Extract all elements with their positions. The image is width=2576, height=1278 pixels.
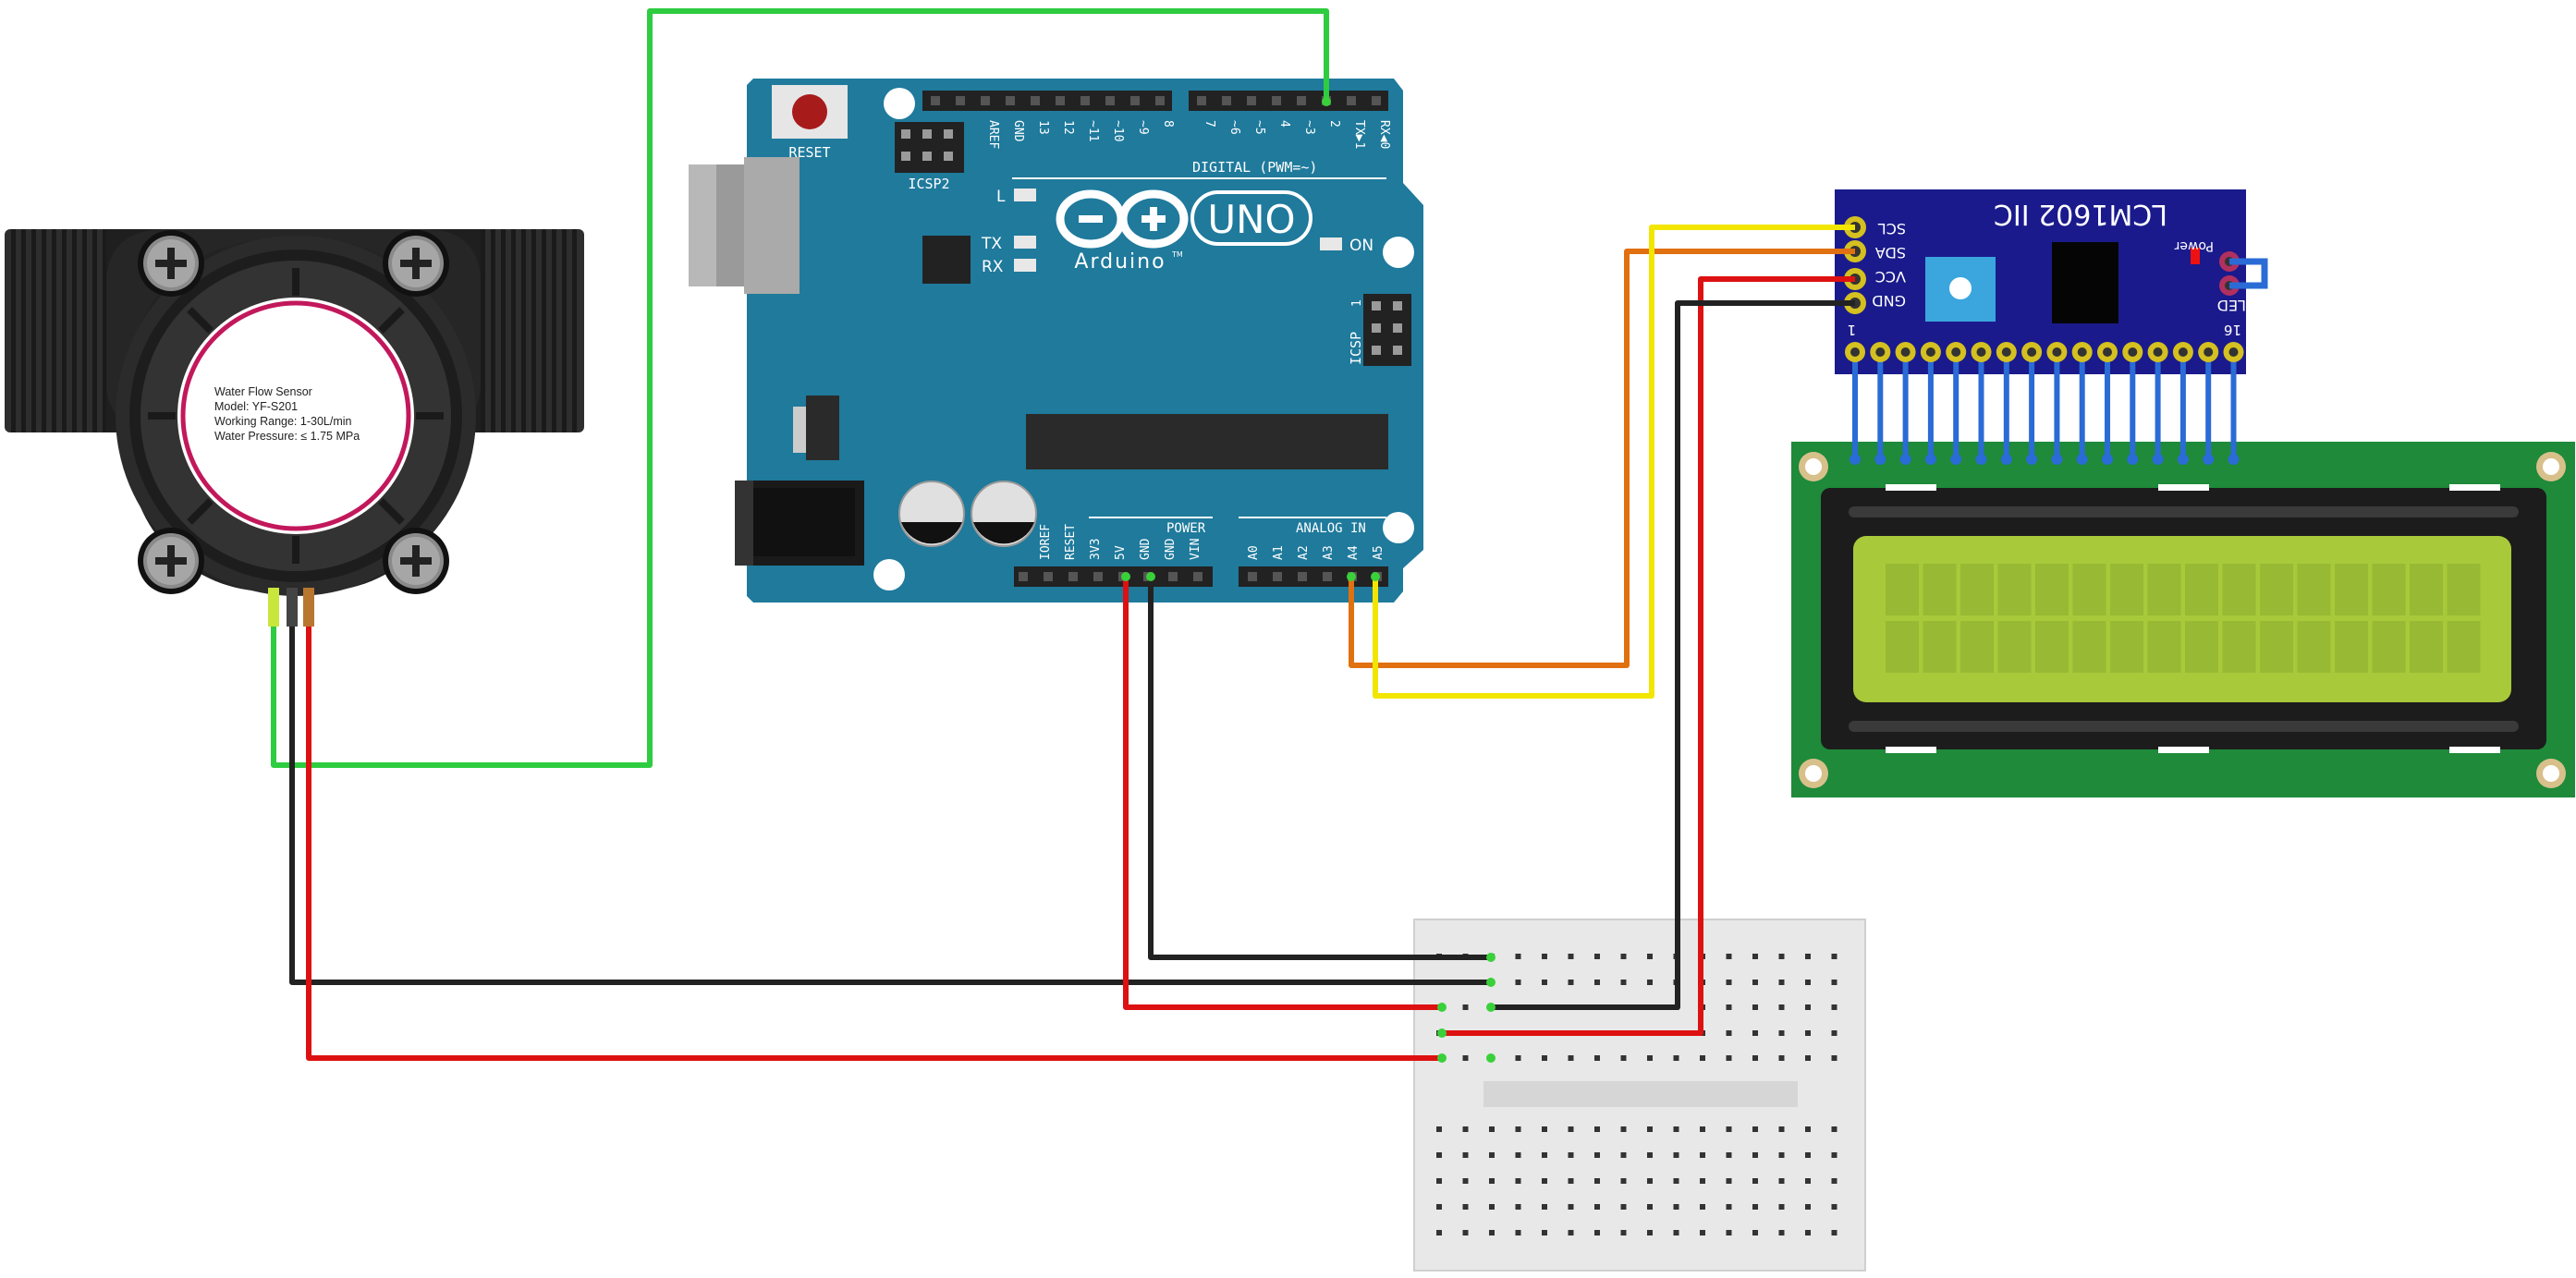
analog-pin-label: A4 [1347, 545, 1361, 560]
i2c-pin-last-label: 16 [2224, 322, 2241, 338]
power-pin-label: IOREF [1039, 524, 1053, 560]
wire-arduino-gnd [1148, 577, 1491, 960]
digital-pin-label: 2 [1327, 120, 1341, 128]
icsp2-label: ICSP2 [908, 176, 949, 192]
potentiometer[interactable] [1925, 257, 1996, 322]
wire-lcd-gnd [1491, 300, 1855, 1010]
digital-pin-label: ~9 [1136, 120, 1150, 135]
arduino-logo-text: Arduino [1074, 250, 1166, 274]
sensor-label-line-4: Water Pressure: ≤ 1.75 MPa [214, 430, 360, 443]
analog-pin-label: A3 [1322, 545, 1336, 560]
i2c-backpack-module: Power LCM1602 IIC LED SCL SDA VCC GND 1 … [1835, 189, 2268, 465]
analog-header [1239, 566, 1388, 587]
i2c-power-label: Power [2174, 238, 2214, 253]
capacitor-1 [898, 481, 965, 547]
i2c-pin-sda: SDA [1875, 244, 1906, 262]
atmega-chip [1026, 414, 1388, 469]
analog-pin-label: A2 [1297, 545, 1311, 560]
led-jumper[interactable] [2219, 251, 2268, 296]
digital-pin-label: TX▶1 [1352, 120, 1366, 149]
icsp2-header [895, 122, 964, 173]
digital-pin-label: ~6 [1227, 120, 1241, 135]
breadboard [1413, 919, 1866, 1272]
led-rx-label: RX [982, 258, 1004, 276]
i2c-pin-scl: SCL [1878, 220, 1906, 237]
usb-port [689, 157, 800, 294]
i2c-pin-first-label: 1 [1847, 322, 1856, 338]
i2c-title: LCM1602 IIC [1994, 198, 2167, 230]
icsp-header [1363, 294, 1411, 366]
sensor-label-ring [180, 300, 411, 531]
power-led [2191, 248, 2200, 264]
led-tx-label: TX [981, 235, 1002, 253]
sensor-screws [138, 230, 449, 594]
sensor-thread-right [473, 229, 584, 432]
power-pin-label: GND [1139, 538, 1153, 560]
uno-label: UNO [1207, 197, 1295, 242]
digital-pin-label: 7 [1203, 120, 1216, 128]
digital-pin-label: AREF [986, 120, 1000, 149]
i2c-pin-vcc: VCC [1875, 268, 1906, 286]
digital-pin-label: 8 [1161, 120, 1175, 128]
wire-lcd-vcc [1442, 276, 1855, 1036]
arduino-logo [1056, 189, 1312, 249]
digital-pin-label: 4 [1277, 120, 1291, 128]
digital-pin-label: 12 [1061, 120, 1075, 135]
digital-header-left [922, 91, 1172, 111]
power-pin-label: VIN [1189, 539, 1203, 560]
analog-pin-label: A1 [1272, 545, 1286, 560]
digital-header-right [1189, 91, 1388, 111]
wire-sda [1349, 249, 1855, 668]
digital-pin-label: ~3 [1302, 120, 1316, 135]
digital-pin-label: RX◀0 [1377, 120, 1391, 149]
power-header [1014, 566, 1213, 587]
analog-pin-label: A0 [1247, 545, 1261, 560]
wire-sensor-power [306, 627, 1442, 1061]
i2c-led-label: LED [2217, 297, 2246, 314]
icsp-label: ICSP [1348, 332, 1364, 365]
capacitor-2 [971, 481, 1037, 547]
i2c-pin-gnd: GND [1872, 292, 1906, 310]
sensor-label-line-2: Model: YF-S201 [214, 400, 298, 413]
digital-label: DIGITAL (PWM=~) [1192, 159, 1317, 176]
power-pin-label: 3V3 [1089, 539, 1103, 560]
power-pin-label: 5V [1114, 545, 1128, 560]
lcd-character-grid [1886, 564, 2481, 673]
led-on-label: ON [1349, 237, 1373, 255]
lcd-1602-display [1791, 442, 2575, 797]
power-label: POWER [1166, 521, 1206, 536]
sensor-thread-left [5, 229, 111, 432]
analog-pin-label: A5 [1372, 545, 1386, 560]
wire-scl [1373, 225, 1855, 699]
reset-button[interactable] [772, 85, 848, 139]
wires [271, 8, 1855, 1061]
wire-signal-green [271, 8, 1329, 768]
power-pin-label: GND [1164, 538, 1178, 560]
digital-pin-label: ~10 [1111, 120, 1125, 141]
reset-label: RESET [788, 144, 830, 161]
digital-pin-label: GND [1011, 120, 1025, 142]
wire-arduino-5v [1123, 577, 1442, 1010]
power-pin-label: RESET [1064, 524, 1078, 560]
digital-pin-label: ~11 [1086, 120, 1100, 141]
digital-pin-label: 13 [1036, 120, 1050, 135]
digital-pin-label: ~5 [1252, 120, 1266, 135]
led-l-label: L [996, 188, 1006, 206]
wire-sensor-ground [289, 627, 1491, 985]
arduino-logo-tm: TM [1171, 250, 1183, 259]
sensor-label-line-3: Working Range: 1-30L/min [214, 415, 352, 428]
water-flow-sensor: Water Flow Sensor Model: YF-S201 Working… [5, 229, 584, 627]
voltage-regulator [793, 396, 839, 460]
i2c-chip [2052, 242, 2118, 323]
dc-power-jack [735, 481, 864, 566]
icsp-pin1-label: 1 [1350, 299, 1364, 307]
sensor-label-line-1: Water Flow Sensor [214, 385, 312, 398]
analog-label: ANALOG IN [1296, 521, 1366, 536]
